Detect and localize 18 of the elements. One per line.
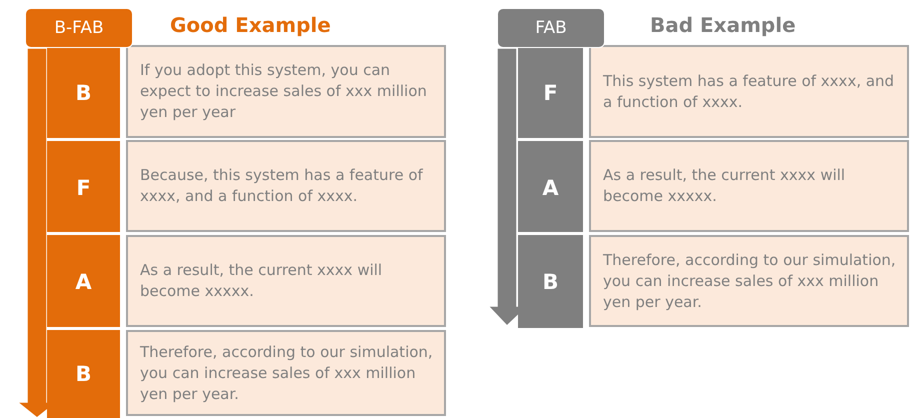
header-tab: FAB	[497, 8, 605, 48]
letter-block: B	[47, 45, 120, 138]
description-box: As a result, the current xxxx will become xxxxx.	[126, 235, 446, 327]
letter-block: B	[47, 327, 120, 418]
description-box: As a result, the current xxxx will become xxxxx.	[589, 140, 909, 232]
description-box: If you adopt this system, you can expect to increase sales of xxx million yen per year	[126, 45, 446, 138]
letter-block: F	[47, 138, 120, 234]
letter-block: B	[518, 232, 583, 328]
description-box: Because, this system has a feature of xxxx, and a function of xxxx.	[126, 140, 446, 232]
description-box: Therefore, according to our simulation, you can increase sales of xxx million yen per year.	[126, 330, 446, 416]
header-tab: B-FAB	[25, 8, 133, 48]
letter-block: F	[518, 45, 583, 138]
letter-block: A	[47, 232, 120, 328]
description-box: Therefore, according to our simulation, you can increase sales of xxx million yen per year.	[589, 235, 909, 327]
section-title: Good Example	[170, 13, 331, 37]
letter-block: A	[518, 138, 583, 234]
section-title: Bad Example	[650, 13, 796, 37]
description-box: This system has a feature of xxxx, and a function of xxxx.	[589, 45, 909, 138]
